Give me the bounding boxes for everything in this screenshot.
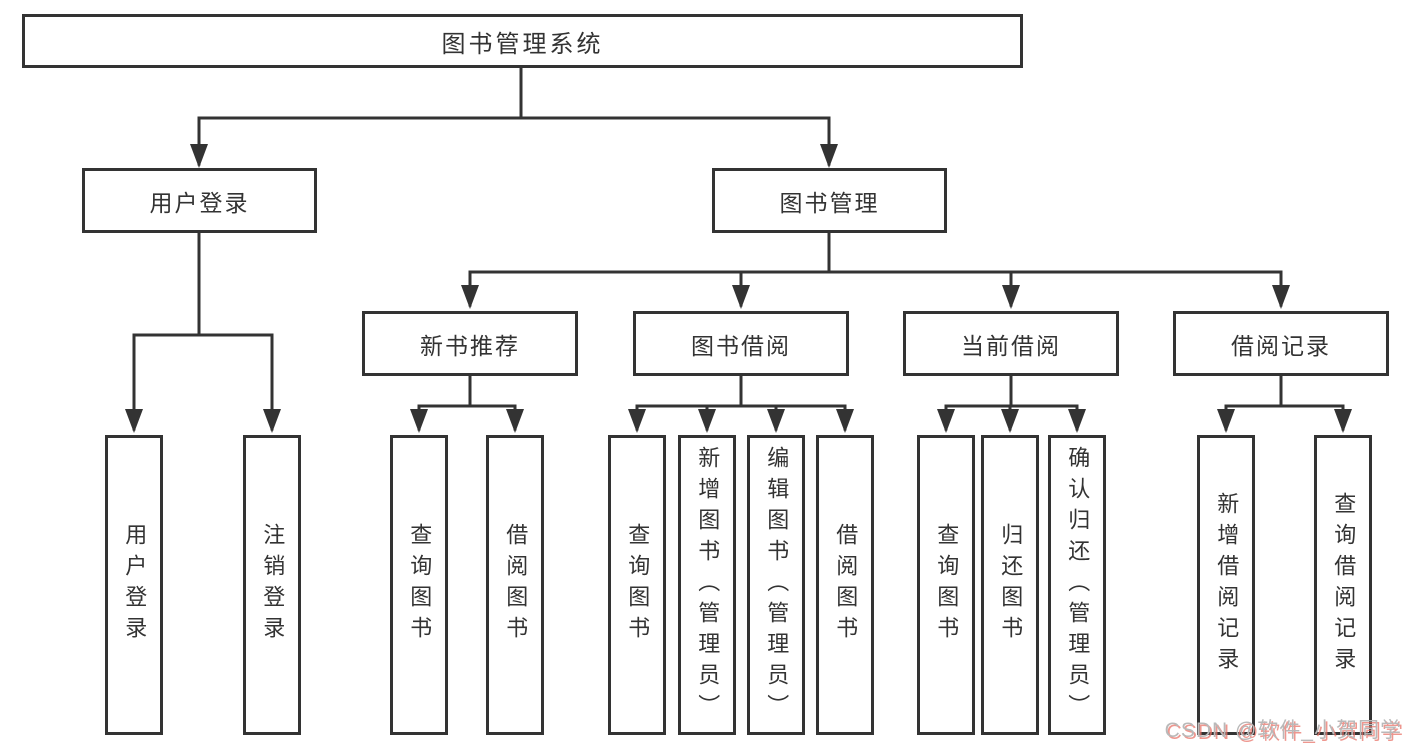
node-label: 查询图书 (625, 523, 651, 647)
node-book-management: 图书管理 (712, 168, 947, 233)
node-label: 用户登录 (122, 523, 148, 647)
node-label: 借阅图书 (833, 523, 859, 647)
leaf-add-borrow-record: 新增借阅记录 (1197, 435, 1255, 735)
leaf-logout: 注销登录 (243, 435, 301, 735)
leaf-user-login: 用户登录 (105, 435, 163, 735)
leaf-borrow-books: 借阅图书 (816, 435, 874, 735)
node-label: 用户登录 (149, 189, 250, 216)
leaf-edit-book-admin: 编辑图书（管理员） (747, 435, 805, 735)
node-label: 查询借阅记录 (1331, 492, 1357, 678)
node-current-borrowing: 当前借阅 (903, 311, 1119, 376)
node-label: 图书管理 (779, 189, 880, 216)
node-label: 归还图书 (998, 523, 1024, 647)
node-label: 注销登录 (260, 523, 286, 647)
node-label: 确认归还（管理员） (1065, 445, 1091, 725)
leaf-query-books-borrow: 查询图书 (608, 435, 666, 735)
node-label: 图书管理系统 (441, 30, 604, 58)
node-user-login: 用户登录 (82, 168, 317, 233)
node-label: 编辑图书（管理员） (764, 445, 790, 725)
leaf-add-book-admin: 新增图书（管理员） (678, 435, 736, 735)
node-book-borrowing: 图书借阅 (633, 311, 849, 376)
leaf-query-borrow-record: 查询借阅记录 (1314, 435, 1372, 735)
leaf-confirm-return-admin: 确认归还（管理员） (1048, 435, 1106, 735)
node-label: 新增借阅记录 (1214, 492, 1240, 678)
node-label: 借阅记录 (1231, 332, 1331, 359)
node-label: 图书借阅 (691, 332, 791, 359)
leaf-return-books: 归还图书 (981, 435, 1039, 735)
node-label: 当前借阅 (961, 332, 1061, 359)
node-label: 查询图书 (407, 523, 433, 647)
node-new-book-recommend: 新书推荐 (362, 311, 578, 376)
node-label: 借阅图书 (503, 523, 529, 647)
node-label: 新书推荐 (420, 332, 520, 359)
leaf-query-books-current: 查询图书 (917, 435, 975, 735)
csdn-watermark: CSDN @软件_小贺同学 (1164, 719, 1402, 742)
leaf-borrow-books-recommend: 借阅图书 (486, 435, 544, 735)
node-library-system: 图书管理系统 (22, 14, 1023, 68)
node-borrowing-records: 借阅记录 (1173, 311, 1389, 376)
node-label: 查询图书 (934, 523, 960, 647)
leaf-query-books-recommend: 查询图书 (390, 435, 448, 735)
node-label: 新增图书（管理员） (695, 445, 721, 725)
